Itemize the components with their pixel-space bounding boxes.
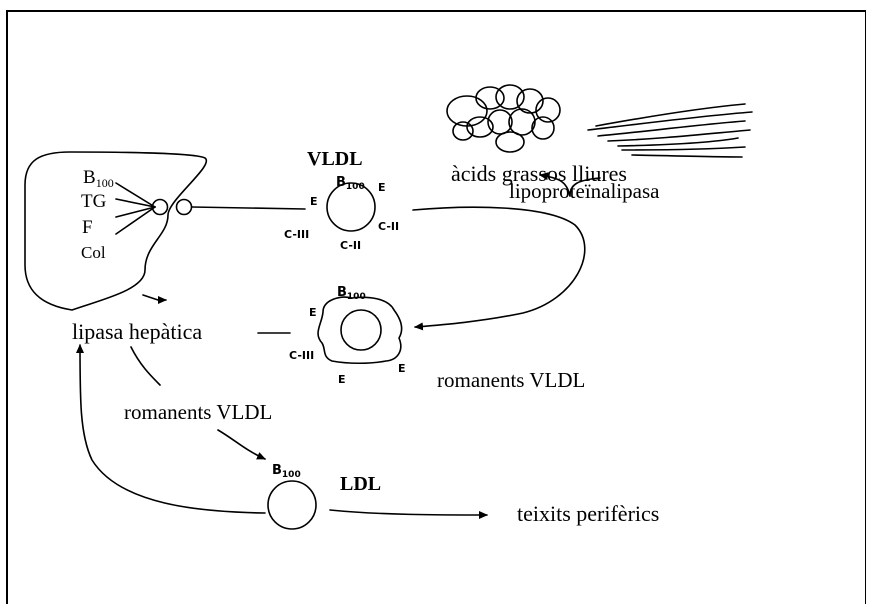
remnant-e-top: E: [309, 306, 317, 319]
peripheral-tissues-label: teixits perifèrics: [517, 501, 659, 526]
input-f: F: [82, 217, 93, 238]
arrow-vldl-to-remnants: [413, 207, 585, 327]
remnant-e-right: E: [398, 362, 406, 375]
input-b100: B100: [83, 167, 114, 190]
vldl-e-left: E: [310, 195, 318, 208]
remnant-particle-core: [341, 310, 381, 350]
line-liver-to-vldl: [192, 207, 305, 209]
liver-vesicle-2: [177, 200, 192, 215]
vldl-c-ii-right: C-II: [378, 220, 399, 233]
ldl-particle: [268, 481, 316, 529]
vldl-title: VLDL: [307, 148, 363, 170]
ldl-label: LDL: [340, 473, 381, 495]
remnant-e-bottom: E: [338, 373, 346, 386]
muscle-tissue-icon: [588, 104, 752, 157]
remnant-b100: B100: [337, 285, 366, 302]
remnant-particle-outline: [318, 297, 402, 363]
arrow-ldl-to-liver: [80, 345, 265, 513]
remnants-left-label: romanents VLDL: [124, 400, 272, 424]
ldl-b100: B100: [272, 463, 301, 480]
adipose-tissue-icon: [447, 85, 560, 152]
hepatic-lipase-label: lipasa hepàtica: [72, 319, 202, 344]
input-col: Col: [81, 243, 106, 262]
input-tg: TG: [81, 191, 107, 212]
remnants-right-label: romanents VLDL: [437, 368, 585, 392]
vldl-b100: B100: [336, 175, 365, 192]
curve-hepatic-to-remnants: [131, 347, 160, 385]
arrow-ldl-to-tissues: [330, 510, 487, 515]
vldl-e-right: E: [378, 181, 386, 194]
input-lines: [116, 183, 155, 234]
remnant-c-iii: C-III: [289, 349, 314, 362]
arrow-to-hepatic-lipase: [143, 295, 166, 300]
liver-outline: [25, 152, 206, 310]
vldl-c-iii: C-III: [284, 228, 309, 241]
lipoprotein-lipase-label: lipoproteïnalipasa: [509, 179, 660, 203]
arrow-remnants-to-ldl: [218, 430, 265, 459]
vldl-c-ii-bottom: C-II: [340, 239, 361, 252]
